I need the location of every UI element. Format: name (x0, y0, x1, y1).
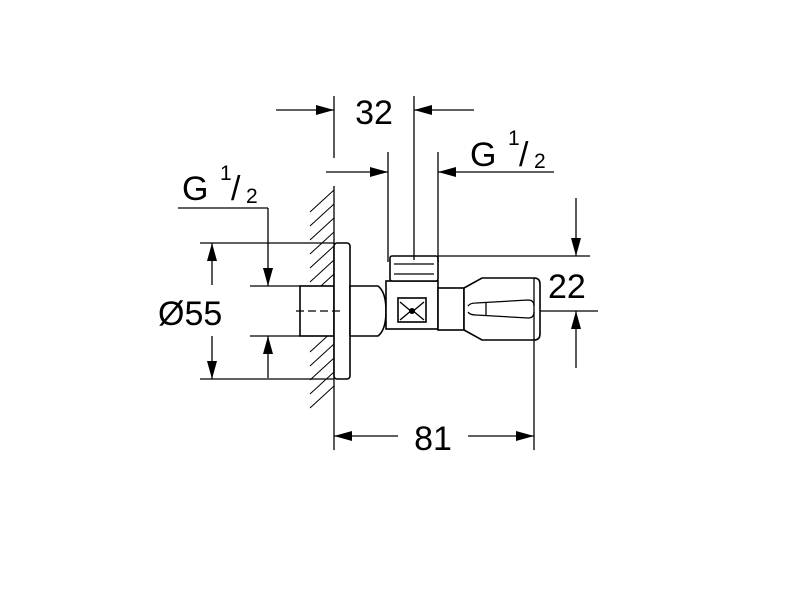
outlet-neck (437, 287, 465, 331)
left-thread-g: G (182, 170, 208, 208)
dim-22: 22 (438, 198, 598, 368)
body-tube (349, 285, 387, 337)
dim-81-label: 81 (414, 420, 452, 458)
dim-left-thread: G 1 / 2 (178, 162, 300, 378)
top-thread-den: 2 (534, 150, 546, 173)
top-thread-slash: / (519, 136, 529, 174)
dim-55-label: Ø55 (158, 295, 222, 333)
dim-32: 32 (276, 94, 474, 260)
top-thread-num: 1 (508, 127, 520, 150)
left-thread-num: 1 (220, 162, 232, 185)
dim-top-thread: G 1 / 2 (326, 127, 554, 262)
handle (463, 277, 541, 341)
dim-32-label: 32 (355, 94, 393, 132)
dim-22-label: 22 (548, 268, 586, 306)
dim-81: 81 (333, 278, 535, 458)
left-thread-slash: / (231, 170, 241, 208)
dim-55: Ø55 (158, 242, 334, 380)
inlet-nipple (299, 285, 335, 337)
spindle-center-icon (409, 308, 415, 314)
valve-body (299, 242, 541, 380)
top-thread-g: G (470, 136, 496, 174)
left-thread-den: 2 (246, 185, 258, 208)
